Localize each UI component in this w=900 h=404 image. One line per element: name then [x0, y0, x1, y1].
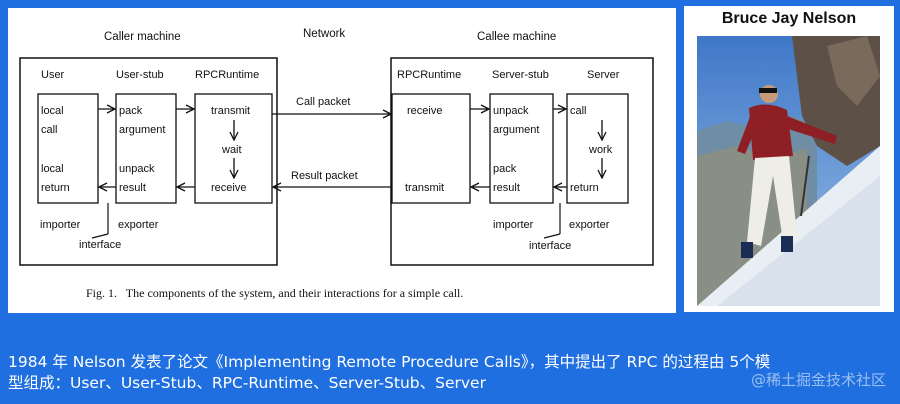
importer-right-label: importer: [493, 219, 534, 231]
portrait-illustration: [697, 36, 880, 306]
rpc-right-transmit: transmit: [405, 182, 444, 194]
rpc-left-receive: receive: [211, 182, 246, 194]
user-stub-unpack: unpack: [119, 163, 155, 175]
rpc-left-wait: wait: [221, 144, 242, 156]
server-box: [566, 93, 629, 204]
exporter-right-label: exporter: [569, 219, 610, 231]
callee-machine-label: Callee machine: [477, 31, 556, 43]
call-packet-label: Call packet: [296, 96, 350, 108]
user-box: [37, 93, 99, 204]
user-call: call: [41, 124, 58, 136]
caller-machine-box: [19, 57, 278, 266]
rpc-runtime-right-box: [391, 93, 471, 204]
climber-figure: [737, 85, 837, 258]
portrait-photo: [697, 36, 880, 306]
column-server-stub: Server-stub: [492, 69, 549, 81]
rpc-diagram-panel: Caller machine Network Callee machine Us…: [8, 8, 676, 313]
server-stub-pack: pack: [493, 163, 517, 175]
column-user: User: [41, 69, 65, 81]
caption-line-2: 型组成：User、User-Stub、RPC-Runtime、Server-St…: [8, 374, 486, 392]
interface-right-line-b: [543, 233, 561, 239]
photo-panel: Bruce Jay Nelson: [684, 6, 894, 312]
user-stub-box: [115, 93, 177, 204]
network-label: Network: [303, 28, 345, 40]
column-user-stub: User-stub: [116, 69, 164, 81]
user-local-call: local: [41, 105, 64, 117]
user-stub-argument: argument: [119, 124, 165, 136]
user-stub-pack: pack: [119, 105, 143, 117]
user-local-return: local: [41, 163, 64, 175]
interface-left-label: interface: [79, 239, 121, 251]
server-return: return: [570, 182, 599, 194]
rpc-runtime-left-box: [194, 93, 273, 204]
rpc-right-receive: receive: [407, 105, 442, 117]
column-rpcruntime-right: RPCRuntime: [397, 69, 461, 81]
caller-machine-label: Caller machine: [104, 31, 181, 43]
callee-machine-box: [390, 57, 654, 266]
exporter-left-label: exporter: [118, 219, 159, 231]
server-stub-argument: argument: [493, 124, 539, 136]
watermark: @稀土掘金技术社区: [750, 371, 886, 389]
rpc-diagram: Caller machine Network Callee machine Us…: [19, 28, 654, 300]
importer-left-label: importer: [40, 219, 81, 231]
user-stub-result: result: [119, 182, 146, 194]
user-return: return: [41, 182, 70, 194]
column-server: Server: [587, 69, 620, 81]
figure-caption: Fig. 1. The components of the system, an…: [86, 286, 463, 300]
server-work: work: [588, 144, 613, 156]
interface-right-label: interface: [529, 240, 571, 252]
caption-line-1: 1984 年 Nelson 发表了论文《Implementing Remote …: [8, 353, 771, 371]
server-stub-unpack: unpack: [493, 105, 529, 117]
interface-left-line-b: [91, 233, 109, 239]
result-packet-label: Result packet: [291, 170, 358, 182]
column-rpcruntime-left: RPCRuntime: [195, 69, 259, 81]
server-stub-result: result: [493, 182, 520, 194]
rpc-left-transmit: transmit: [211, 105, 250, 117]
server-call: call: [570, 105, 587, 117]
server-stub-box: [489, 93, 554, 204]
slide-caption: 1984 年 Nelson 发表了论文《Implementing Remote …: [8, 352, 892, 394]
photo-title: Bruce Jay Nelson: [721, 10, 857, 27]
